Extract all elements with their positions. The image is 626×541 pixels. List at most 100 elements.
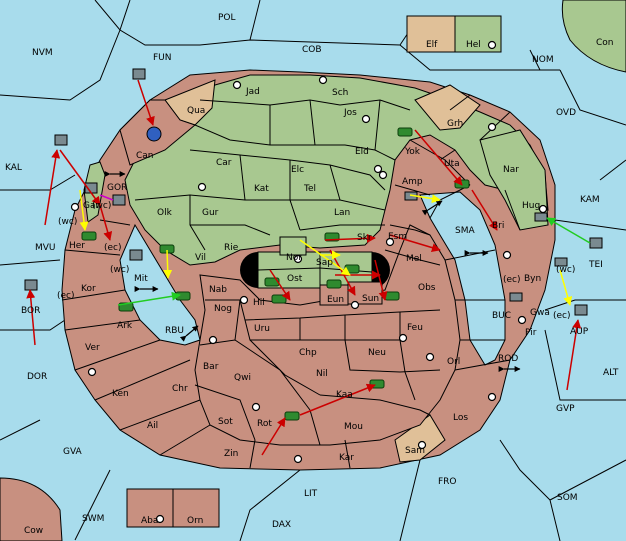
army-icon: [344, 264, 360, 274]
region-label-brown: Gwa: [530, 308, 550, 318]
region-label-sea: KAL: [5, 163, 22, 173]
globe-icon: [146, 126, 162, 142]
connections: [104, 171, 521, 372]
region-label-brown: Neu: [368, 348, 386, 358]
fleets: [24, 68, 603, 316]
region-label-sea: ROD: [498, 354, 518, 364]
region-label-sea: BUC: [492, 311, 511, 321]
region-label-sea: ALT: [603, 368, 619, 378]
region-label-brown: Her: [69, 241, 85, 251]
region-label-brown: Nil: [316, 369, 328, 379]
region-label-sea: DOR: [27, 372, 47, 382]
region-label-green: Vil: [195, 253, 206, 263]
fleet-icon: [129, 249, 143, 261]
fleet-icon: [54, 134, 68, 146]
region-label-sea: NVM: [32, 48, 53, 58]
region-label-brown: Feu: [407, 323, 423, 333]
region-label-green: Sap: [316, 258, 333, 268]
region-label-coast: (wc): [110, 265, 129, 275]
region-label-green: Elf: [426, 40, 438, 50]
region-label-sea: MVU: [35, 243, 56, 253]
region-label-brown: Kar: [339, 453, 354, 463]
region-label-brown: Kor: [81, 284, 96, 294]
region-label-sea: LIT: [304, 489, 318, 499]
fleet-icon: [132, 68, 146, 80]
fleet-icon: [112, 194, 126, 206]
army-icon: [81, 231, 97, 241]
region-label-sea: SOM: [557, 493, 578, 503]
region-label-green: Elc: [291, 165, 304, 175]
region-label-brown: Ken: [112, 389, 129, 399]
region-label-brown: Hil: [253, 298, 265, 308]
region-label-brown: Byn: [524, 274, 541, 284]
region-label-brown: Ver: [85, 343, 100, 353]
region-label-brown: Gar: [83, 201, 99, 211]
fleet-icon: [509, 292, 523, 302]
region-label-green: Car: [216, 158, 232, 168]
region-label-brown: Zin: [224, 449, 238, 459]
region-label-brown: Uru: [254, 324, 270, 334]
internal-borders: [61, 94, 521, 469]
region-label-coast: (wc): [58, 217, 77, 227]
region-kat-rie: [479, 129, 549, 231]
army-icon: [397, 127, 413, 137]
fleet-icon: [24, 279, 38, 291]
region-label-green: Hug: [522, 201, 540, 211]
region-label-green: Ost: [287, 274, 303, 284]
region-label-sea: GOR: [107, 183, 127, 193]
region-label-green: Con: [596, 38, 614, 48]
region-label-sea: RBU: [165, 326, 184, 336]
army-icon: [271, 294, 287, 304]
region-aba: [126, 488, 174, 528]
region-label-brown: Mit: [134, 274, 148, 284]
region-label-sea: TEI: [588, 260, 603, 270]
region-label-green: Yok: [404, 147, 421, 157]
region-label-sea: FUN: [153, 53, 172, 63]
region-label-brown: Orn: [187, 516, 203, 526]
region-label-green: Gur: [202, 208, 219, 218]
region-label-coast: (wc): [556, 265, 575, 275]
region-label-coast: (ec): [104, 243, 122, 253]
region-label-brown: Chr: [172, 384, 188, 394]
region-label-brown: Mel: [406, 254, 422, 264]
region-label-brown: Esm: [388, 232, 407, 242]
region-label-sea: NOM: [532, 55, 554, 65]
region-label-green: Lan: [334, 208, 350, 218]
army-icon: [264, 277, 280, 287]
region-label-green: Kat: [254, 184, 269, 194]
region-label-brown: Cow: [24, 526, 43, 536]
region-label-brown: Uta: [444, 159, 460, 169]
fleet-icon: [84, 182, 98, 194]
fleet-icon: [554, 257, 568, 267]
region-label-brown: AUP: [570, 327, 589, 337]
region-label-brown: Los: [453, 413, 468, 423]
fleet-icon: [589, 237, 603, 249]
region-label-green: Jos: [343, 108, 357, 118]
region-label-coast: (wc): [92, 201, 111, 211]
region-label-sea: BOR: [21, 306, 40, 316]
region-label-brown: Bar: [203, 362, 219, 372]
region-label-brown: Eun: [327, 295, 344, 305]
fleet-icon: [574, 304, 588, 316]
region-label-brown: Pir: [525, 328, 537, 338]
region-label-sea: COB: [302, 45, 322, 55]
region-label-brown: Rot: [257, 419, 272, 429]
region-label-green: Grh: [447, 119, 463, 129]
region-label-brown: Obs: [418, 283, 436, 293]
region-label-brown: Ark: [117, 321, 133, 331]
region-label-brown: Can: [136, 151, 154, 161]
region-elf: [406, 15, 456, 53]
region-label-brown: Nog: [214, 304, 232, 314]
region-con: [561, 0, 626, 73]
region-label-green: Eld: [355, 147, 369, 157]
region-label-brown: Nab: [209, 285, 227, 295]
region-label-sea: GVP: [556, 404, 575, 414]
region-label-coast: (ec): [553, 311, 571, 321]
region-label-green: Tel: [303, 184, 316, 194]
region-label-green: Nar: [503, 165, 519, 175]
region-label-sea: DAX: [272, 520, 291, 530]
